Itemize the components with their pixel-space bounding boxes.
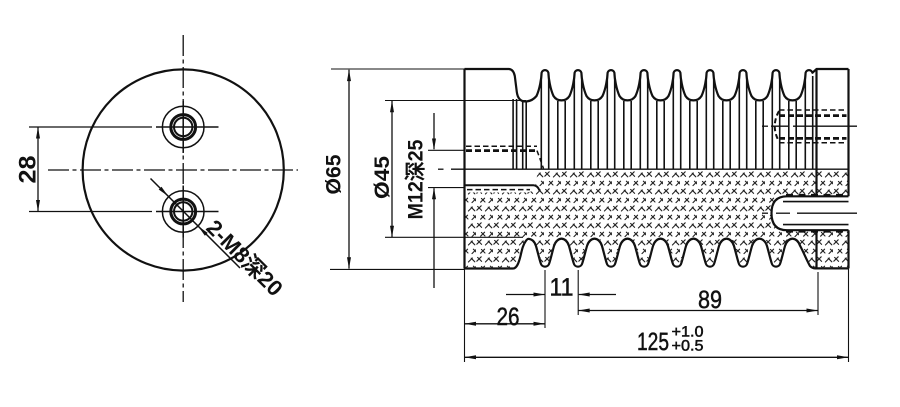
svg-text:11: 11: [549, 273, 573, 301]
svg-text:Ø65: Ø65: [323, 154, 346, 194]
svg-text:28: 28: [15, 156, 42, 184]
svg-text:+0.5: +0.5: [671, 337, 703, 354]
svg-text:89: 89: [698, 286, 722, 314]
svg-text:+1.0: +1.0: [671, 323, 703, 340]
svg-text:125: 125: [637, 328, 669, 356]
svg-text:M12深25: M12深25: [405, 139, 428, 219]
svg-text:Ø45: Ø45: [371, 156, 394, 199]
svg-text:26: 26: [496, 303, 519, 331]
